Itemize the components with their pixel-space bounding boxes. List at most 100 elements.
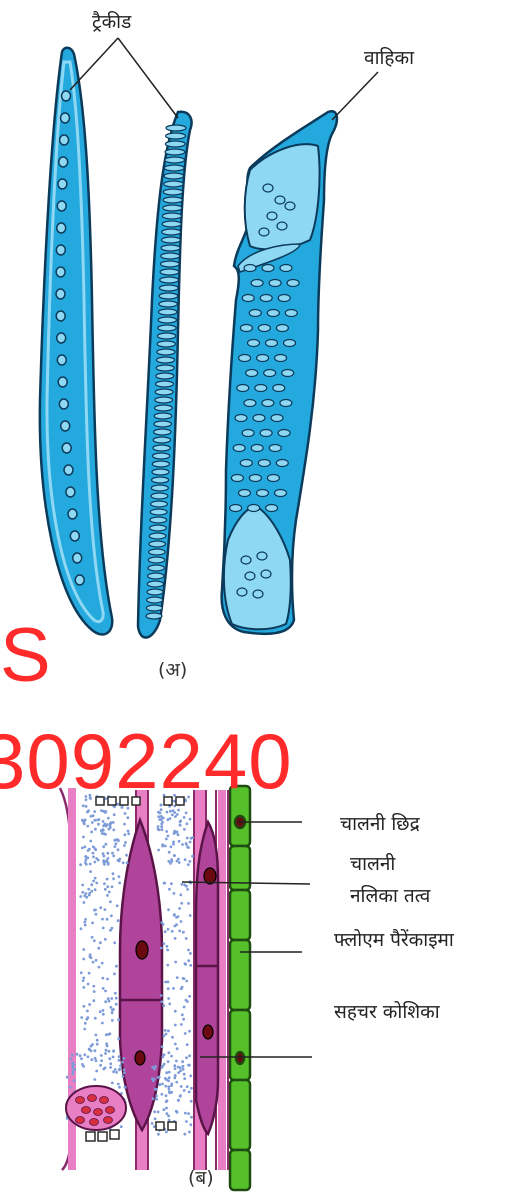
sieve-dot xyxy=(177,1071,180,1074)
pit xyxy=(150,517,167,523)
label-phloem-parenchyma: फ्लोएम पैरेंकाइमा xyxy=(334,926,454,952)
sieve-dot xyxy=(80,1057,83,1060)
pit xyxy=(64,465,73,475)
sieve-dot xyxy=(154,1117,157,1120)
sieve-dot xyxy=(173,1064,176,1067)
sieve-dot xyxy=(162,923,165,926)
pit xyxy=(263,184,273,192)
pit xyxy=(159,293,178,299)
sieve-dot xyxy=(66,1076,69,1079)
pit xyxy=(261,570,271,578)
pit xyxy=(59,399,68,409)
pit xyxy=(273,385,285,392)
sieve-dot xyxy=(185,842,188,845)
pit xyxy=(257,552,267,560)
pit xyxy=(242,295,254,302)
sieve-dot xyxy=(105,1049,108,1052)
sieve-dot xyxy=(102,852,105,855)
label-tracheid: ट्रैकीड xyxy=(92,8,131,34)
sieve-dot xyxy=(93,1078,96,1081)
sieve-dot xyxy=(96,1039,99,1042)
sieve-dot xyxy=(158,1083,161,1086)
pit xyxy=(149,549,166,555)
pit xyxy=(275,490,287,497)
sieve-dot xyxy=(186,822,189,825)
label-sieve-pore: चालनी छिद्र xyxy=(340,810,420,836)
sieve-dot xyxy=(111,1019,114,1022)
pit xyxy=(248,340,260,347)
sieve-dot xyxy=(102,845,105,848)
sieve-dot xyxy=(89,863,92,866)
sieve-dot xyxy=(81,884,84,887)
pit xyxy=(278,295,290,302)
sieve-dot xyxy=(99,906,102,909)
sieve-dot xyxy=(83,921,86,924)
tracheid-left xyxy=(40,48,112,635)
sieve-dot xyxy=(168,1119,171,1122)
sieve-dot xyxy=(123,1069,126,1072)
sieve-dot xyxy=(175,916,178,919)
pit xyxy=(163,197,182,203)
pit xyxy=(269,280,281,287)
sieve-dot xyxy=(189,860,192,863)
sieve-dot xyxy=(107,817,110,820)
sieve-dot xyxy=(82,979,85,982)
sieve-dot xyxy=(168,888,171,891)
sieve-dot xyxy=(104,811,107,814)
sieve-dot xyxy=(118,875,121,878)
sieve-dot xyxy=(119,1064,122,1067)
sieve-dot xyxy=(72,1070,75,1073)
sieve-dot xyxy=(110,997,113,1000)
sieve-dot xyxy=(189,1123,192,1126)
sieve-dot xyxy=(180,1085,183,1088)
sieve-dot xyxy=(174,1010,177,1013)
pit xyxy=(240,325,252,332)
pore xyxy=(106,1107,115,1114)
sieve-dot xyxy=(169,817,172,820)
sieve-dot xyxy=(182,977,185,980)
pit xyxy=(57,333,66,343)
sieve-dot xyxy=(115,1003,118,1006)
pit xyxy=(258,325,270,332)
sieve-dot xyxy=(112,855,115,858)
sieve-dot xyxy=(90,890,93,893)
sieve-dot xyxy=(98,966,101,969)
sieve-dot xyxy=(170,1055,173,1058)
sieve-dot xyxy=(163,1108,166,1111)
sieve-dot xyxy=(114,1068,117,1071)
sieve-dot xyxy=(181,1060,184,1063)
pit xyxy=(61,421,70,431)
pit xyxy=(233,445,245,452)
sieve-dot xyxy=(165,1033,168,1036)
pit xyxy=(242,430,254,437)
sieve-dot xyxy=(183,828,186,831)
sieve-dot xyxy=(87,888,90,891)
sieve-dot xyxy=(94,828,97,831)
pit xyxy=(154,429,172,435)
sieve-dot xyxy=(108,1000,111,1003)
sieve-dot xyxy=(109,826,112,829)
companion-cell xyxy=(230,1150,250,1190)
sieve-dot xyxy=(186,1043,189,1046)
sieve-dot xyxy=(157,849,160,852)
sieve-dot xyxy=(167,908,170,911)
sieve-dot xyxy=(102,977,105,980)
sieve-dot xyxy=(123,1071,126,1074)
sieve-dot xyxy=(186,1085,189,1088)
sieve-dot xyxy=(90,1058,93,1061)
sieve-dot xyxy=(189,818,192,821)
pit xyxy=(239,355,251,362)
pit xyxy=(257,490,269,497)
watermark-part1: S xyxy=(0,618,51,694)
sieve-dot xyxy=(168,1088,171,1091)
pit xyxy=(165,149,185,155)
sieve-dot xyxy=(93,990,96,993)
pit xyxy=(266,340,278,347)
sieve-dot xyxy=(95,913,98,916)
sieve-dot xyxy=(165,830,168,833)
sieve-dot xyxy=(152,1097,155,1100)
sieve-dot xyxy=(166,1112,169,1115)
pit xyxy=(146,613,162,619)
sieve-dot xyxy=(182,1068,185,1071)
sieve-dot xyxy=(113,941,116,944)
